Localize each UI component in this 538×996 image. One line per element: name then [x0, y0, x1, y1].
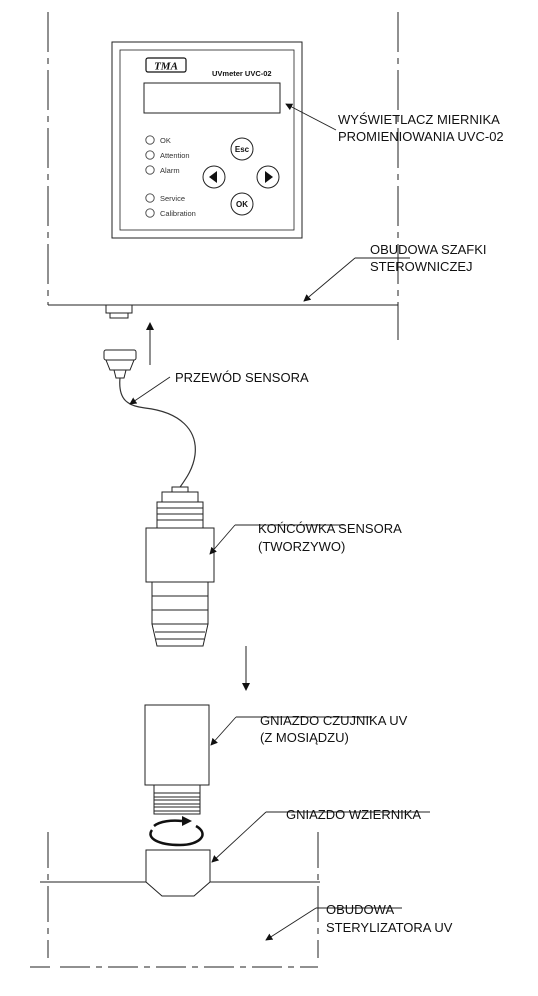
led-service-indicator	[145, 193, 155, 203]
led-attention-indicator	[145, 150, 155, 160]
viewport-port	[145, 849, 211, 897]
esc-button-label: Esc	[235, 145, 250, 154]
left-arrow-icon	[209, 171, 217, 183]
cabinet-label-line2: STEROWNICZEJ	[370, 259, 473, 274]
led-label-calibration: Calibration	[160, 209, 196, 218]
display-label-line1: WYŚWIETLACZ MIERNIKA	[338, 112, 500, 127]
lcd-display	[143, 82, 281, 114]
led-calibration-indicator	[145, 208, 155, 218]
housing-label-line1: OBUDOWA	[326, 902, 394, 917]
leader-lines	[129, 103, 430, 941]
sensor-cable	[119, 377, 196, 491]
housing-label-line2: STERYLIZATORA UV	[326, 920, 453, 935]
rotation-arrow-icon	[149, 816, 204, 847]
right-arrow-icon	[265, 171, 273, 183]
tip-label-line1: KOŃCÓWKA SENSORA	[258, 521, 402, 536]
cabinet-label-line1: OBUDOWA SZAFKI	[370, 242, 487, 257]
socket-label-line1: GNIAZDO CZUJNIKA UV	[260, 713, 408, 728]
socket-label-line2: (Z MOSIĄDZU)	[260, 730, 349, 745]
led-label-attention: Attention	[160, 151, 190, 160]
port-label: GNIAZDO WZIERNIKA	[286, 807, 421, 822]
tip-label-line2: (TWORZYWO)	[258, 539, 345, 554]
cabinet-connector	[105, 304, 133, 319]
model-label: UVmeter UVC-02	[212, 69, 272, 78]
tma-logo: TMA	[145, 57, 187, 73]
ok-button[interactable]: OK	[230, 192, 254, 216]
left-arrow-button[interactable]	[202, 165, 226, 189]
display-label-line2: PROMIENIOWANIA UVC-02	[338, 129, 504, 144]
led-label-service: Service	[160, 194, 185, 203]
led-alarm-indicator	[145, 165, 155, 175]
led-label-ok: OK	[160, 136, 171, 145]
logo-text: TMA	[154, 61, 178, 73]
uv-sensor-socket	[144, 704, 210, 815]
led-list	[145, 135, 155, 218]
uv-meter-panel: TMA UVmeter UVC-02 OK Attention Alarm Se…	[111, 41, 303, 239]
led-label-alarm: Alarm	[160, 166, 180, 175]
sensor-tip	[145, 486, 215, 647]
ok-button-label: OK	[236, 200, 248, 209]
cable-label: PRZEWÓD SENSORA	[175, 370, 309, 385]
cable-plug	[103, 349, 137, 379]
right-arrow-button[interactable]	[256, 165, 280, 189]
led-ok-indicator	[145, 135, 155, 145]
esc-button[interactable]: Esc	[230, 137, 254, 161]
